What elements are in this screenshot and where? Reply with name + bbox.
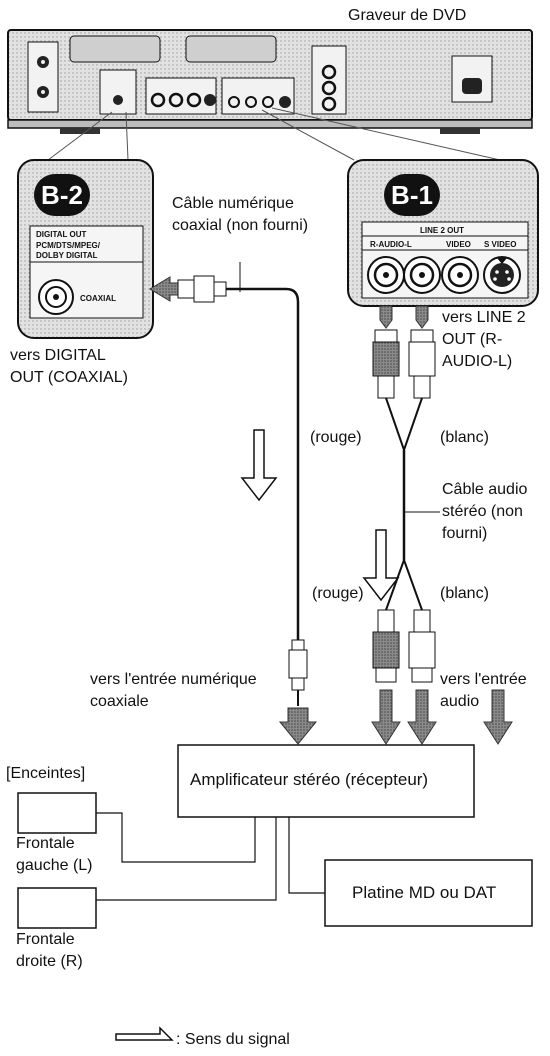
signal-direction-arrow-icon [115,1026,174,1041]
digital-out-sub1: PCM/DTS/MPEG/ [36,241,101,250]
line2-out-header: LINE 2 OUT [420,226,465,235]
to-audio-in-2: audio [440,693,480,710]
coaxial-label: COAXIAL [80,294,116,303]
md-dat-deck [324,859,533,927]
to-line2-3: AUDIO-L) [442,353,513,370]
to-digital-out-2: OUT (COAXIAL) [10,369,128,386]
front-right-label-1: Frontale [16,931,75,948]
video-label: VIDEO [446,240,471,249]
to-line2-1: vers LINE 2 [442,309,526,326]
digital-cable-label-1: Câble numérique [172,195,294,212]
audio-cable-2: stéréo (non [442,503,523,520]
to-line2-2: OUT (R- [442,331,503,348]
amplifier-box [177,744,475,818]
red-bottom-label: (rouge) [312,585,364,602]
signal-legend-label: : Sens du signal [176,1031,290,1048]
coaxial-cable [149,262,318,745]
speakers-label: [Enceintes] [6,765,86,782]
amplifier-label: Amplificateur stéréo (récepteur) [190,770,429,789]
to-digital-in-2: coaxiale [90,693,149,710]
device-title: Graveur de DVD [348,7,467,24]
to-digital-out-1: vers DIGITAL [10,347,106,364]
audio-plugs-top [372,329,436,399]
white-bottom-label: (blanc) [440,585,489,602]
digital-out-header: DIGITAL OUT [36,230,87,239]
dvd-recorder-rear-panel [7,29,533,134]
badge-b1: B-1 [384,174,440,216]
md-dat-label: Platine MD ou DAT [352,883,497,902]
digital-out-sub2: DOLBY DIGITAL [36,251,98,260]
white-top-label: (blanc) [440,429,489,446]
r-audio-l-label: R-AUDIO-L [370,240,412,249]
red-top-label: (rouge) [310,429,362,446]
s-video-label: S VIDEO [484,240,517,249]
front-left-label-1: Frontale [16,835,75,852]
front-left-label-2: gauche (L) [16,857,93,874]
audio-plugs-bottom [372,609,436,683]
to-digital-in-1: vers l'entrée numérique [90,671,257,688]
front-right-label-2: droite (R) [16,953,83,970]
front-left-speaker [17,792,97,834]
front-right-speaker [17,887,97,929]
to-audio-in-1: vers l'entrée [440,671,527,688]
audio-cable-3: fourni) [442,525,488,542]
badge-b2: B-2 [34,174,90,216]
audio-cable-1: Câble audio [442,481,528,498]
digital-cable-label-2: coaxial (non fourni) [172,217,309,234]
